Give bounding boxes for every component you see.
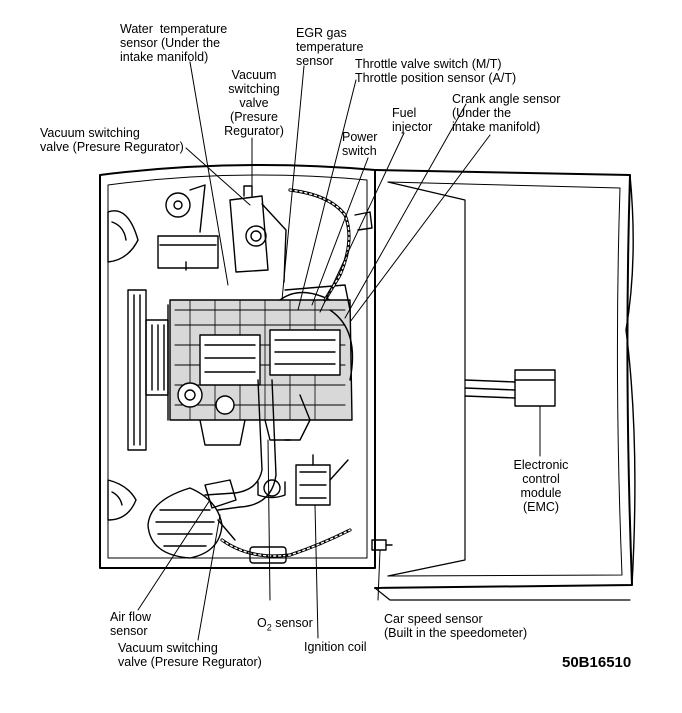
label-vacuum-switching-valve-left: Vacuum switching valve (Presure Regurato… <box>40 126 184 154</box>
label-power-switch: Power switch <box>342 130 378 158</box>
label-vacuum-switching-valve-lower: Vacuum switching valve (Presure Regurato… <box>118 641 262 669</box>
air-intake <box>147 379 286 559</box>
label-fuel-injector: Fuel injector <box>392 106 433 134</box>
label-air-flow-sensor: Air flow sensor <box>110 610 151 638</box>
label-electronic-control-module: Electronic control module (EMC) <box>513 458 569 514</box>
washer-tank <box>229 185 287 283</box>
label-water-temperature-sensor: Water temperature sensor (Under the inta… <box>120 22 228 64</box>
reservoirs <box>157 184 219 271</box>
label-egr-gas-temperature-sensor: EGR gas temperature sensor <box>296 26 364 68</box>
label-o2-sensor: O2 sensor <box>257 616 313 633</box>
wiring-harness <box>217 188 373 564</box>
label-vacuum-switching-valve-upper: Vacuum switching valve (Presure Regurato… <box>224 68 284 138</box>
label-throttle-valve-switch: Throttle valve switch (M/T) Throttle pos… <box>355 57 517 85</box>
ecm-module <box>464 369 556 407</box>
label-ignition-coil: Ignition coil <box>304 640 367 654</box>
engine-block <box>169 284 353 446</box>
figure-code: 50B16510 <box>562 654 632 671</box>
leader-lines <box>137 61 541 641</box>
car-speed-sensor <box>371 539 393 551</box>
ignition-coil <box>295 454 349 506</box>
label-crank-angle-sensor: Crank angle sensor (Under the intake man… <box>452 92 561 134</box>
headlamps <box>107 210 139 521</box>
label-car-speed-sensor: Car speed sensor (Built in the speedomet… <box>384 612 528 640</box>
radiator <box>127 289 169 451</box>
